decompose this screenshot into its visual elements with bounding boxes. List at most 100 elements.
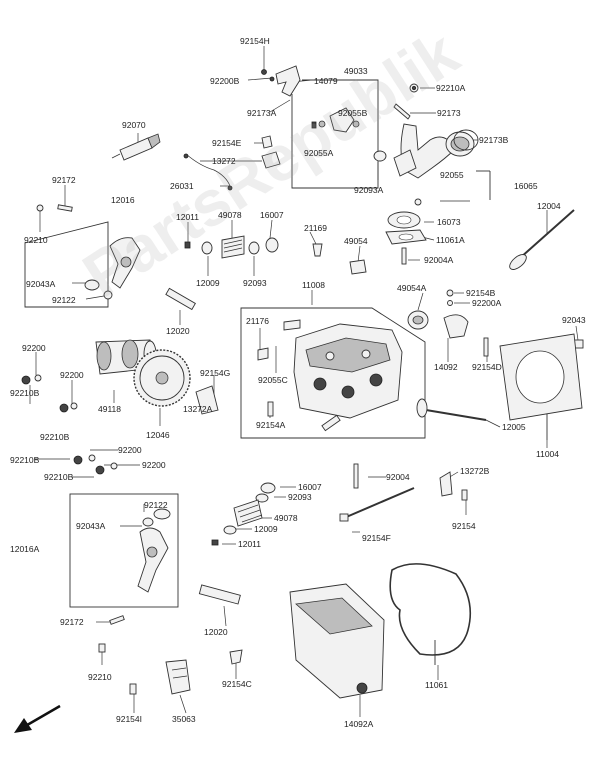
part-49054A-seal (407, 310, 429, 330)
part-92210A-bolt (409, 83, 419, 93)
callout-11004: 11004 (536, 449, 560, 459)
callout-92093A: 92093A (354, 185, 384, 195)
callout-92055B: 92055B (338, 108, 368, 118)
callout-92093-b: 92093 (288, 492, 312, 502)
callout-12046: 12046 (146, 430, 170, 440)
part-92154B-bolt (446, 289, 454, 297)
part-49078-spring (221, 235, 245, 259)
callout-92200A: 92200A (472, 298, 502, 308)
callout-92210B-c: 92210B (10, 455, 40, 465)
part-12011-key (184, 241, 191, 249)
callout-11061A: 11061A (436, 235, 465, 245)
callout-92154I: 92154I (116, 714, 142, 724)
part-12004-valve (509, 209, 575, 270)
part-12020-rod (165, 287, 196, 311)
callout-92210-b: 92210 (88, 672, 112, 682)
callout-13272: 13272 (212, 156, 236, 166)
callout-16007: 16007 (260, 210, 284, 220)
callout-92070: 92070 (122, 120, 146, 130)
callout-92210: 92210 (24, 235, 48, 245)
direction-arrow-icon (14, 704, 61, 733)
part-92210-nut (36, 204, 44, 212)
callout-92172-b: 92172 (60, 617, 84, 627)
callout-12016: 12016 (111, 195, 135, 205)
callout-92055C: 92055C (258, 375, 288, 385)
callout-92043: 92043 (562, 315, 586, 325)
part-13272A-plate (195, 385, 219, 415)
callout-16007-b: 16007 (298, 482, 322, 492)
callout-92210B-b: 92210B (40, 432, 70, 442)
part-92210-lower (98, 643, 106, 653)
frame-11008-group (240, 307, 426, 439)
part-92004-stud (353, 463, 359, 489)
part-49033 (311, 107, 360, 133)
callout-49078-b: 49078 (274, 513, 298, 523)
part-92173B-clamp (453, 129, 479, 151)
callout-92172: 92172 (52, 175, 76, 185)
callout-92200-c: 92200 (118, 445, 142, 455)
part-92154A-bolt (267, 401, 274, 417)
part-16065-intake-pipe (373, 123, 475, 206)
callout-92210A: 92210A (436, 83, 466, 93)
callout-12020-b: 12020 (204, 627, 228, 637)
callout-12009: 12009 (196, 278, 220, 288)
callout-92154C: 92154C (222, 679, 252, 689)
callout-21176: 21176 (246, 316, 270, 326)
part-92154D-bolt (483, 337, 489, 357)
callout-92055A: 92055A (304, 148, 334, 158)
callout-12004: 12004 (537, 201, 561, 211)
part-nuts-washers-left (21, 374, 118, 475)
part-11004-head-gasket (499, 333, 583, 421)
part-13272B-bracket (439, 471, 453, 497)
part-49054-fitting (349, 259, 367, 275)
callout-92055: 92055 (440, 170, 464, 180)
part-16073-gasket (387, 211, 421, 229)
part-92070-spark-plug (111, 133, 161, 161)
callout-92154E: 92154E (212, 138, 242, 148)
callout-92200-d: 92200 (142, 460, 166, 470)
part-12009-seal (201, 241, 213, 255)
part-11061-cover-gasket (389, 563, 472, 656)
callout-92200B: 92200B (210, 76, 240, 86)
callout-92210B-d: 92210B (44, 472, 74, 482)
part-92200A-washer (447, 300, 453, 306)
part-92004A-stud (401, 247, 407, 265)
part-11061A-gasket (385, 229, 427, 245)
part-92172-pin-lower (109, 615, 125, 625)
part-35063-clip (165, 659, 191, 695)
callout-92154A: 92154A (256, 420, 286, 430)
callout-49078: 49078 (218, 210, 242, 220)
frame-49033-group (291, 79, 379, 189)
callout-49054: 49054 (344, 236, 368, 246)
callout-92043A-b: 92043A (76, 521, 106, 531)
callout-12011: 12011 (176, 212, 200, 222)
callout-49033: 49033 (344, 66, 368, 76)
part-12016A-rocker-arm (137, 508, 171, 593)
part-92093-washer (248, 241, 260, 255)
callout-49118: 49118 (98, 404, 122, 414)
frame-12016-group (24, 221, 109, 308)
part-12020-rod-lower (198, 584, 241, 605)
callout-26031: 26031 (170, 181, 194, 191)
callout-92122-b: 92122 (144, 500, 168, 510)
callout-14092A: 14092A (344, 719, 374, 729)
callout-92154H: 92154H (240, 36, 270, 46)
part-14092A-head-cover (289, 583, 385, 699)
callout-16073: 16073 (437, 217, 461, 227)
part-21169-sensor (312, 243, 323, 257)
part-12005-valve (416, 398, 487, 421)
callout-12020: 12020 (166, 326, 190, 336)
callout-12016A: 12016A (10, 544, 40, 554)
callout-92154D: 92154D (472, 362, 502, 372)
part-92154I-bolt (129, 683, 137, 695)
callout-21169: 21169 (304, 223, 328, 233)
callout-13272A: 13272A (183, 404, 213, 414)
callout-92210B-a: 92210B (10, 388, 40, 398)
callout-16065: 16065 (514, 181, 538, 191)
callout-92173B: 92173B (479, 135, 509, 145)
part-12016-rocker-arm (84, 237, 141, 300)
callout-92173: 92173 (437, 108, 461, 118)
part-92173-clip (393, 103, 411, 120)
part-92154F-long-bolt (339, 487, 415, 522)
